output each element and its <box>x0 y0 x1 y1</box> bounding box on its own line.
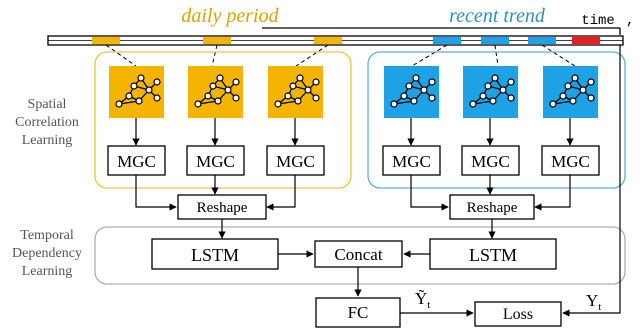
svg-text:MGC: MGC <box>551 152 590 171</box>
svg-text:Learning: Learning <box>22 264 73 279</box>
svg-text:Reshape: Reshape <box>197 200 248 216</box>
svg-text:MGC: MGC <box>276 152 315 171</box>
recent-slot-2 <box>481 37 509 44</box>
mgc-block-daily-3: MGC <box>266 145 325 176</box>
svg-text:MGC: MGC <box>471 152 510 171</box>
reshape-block-daily: Reshape <box>177 194 267 220</box>
temporal-section-label: Temporal Dependency Learning <box>12 228 82 279</box>
svg-text:Learning: Learning <box>22 133 73 148</box>
fc-block: FC <box>315 297 401 328</box>
daily-graph-tile-3 <box>268 66 323 118</box>
time-label: time <box>581 13 615 29</box>
loss-block: Loss <box>474 301 562 327</box>
svg-text:Concat: Concat <box>334 245 382 264</box>
recent-graph-tile-2 <box>463 66 518 118</box>
recent-slot-3 <box>528 37 556 44</box>
spatial-section-label: Spatial Correlation Learning <box>15 97 79 148</box>
svg-text:Dependency: Dependency <box>12 246 82 261</box>
mgc-block-recent-2: MGC <box>461 145 520 176</box>
daily-slot-1 <box>92 37 120 44</box>
lstm-block-daily: LSTM <box>151 238 279 270</box>
svg-text:FC: FC <box>348 303 369 322</box>
daily-slot-2 <box>203 37 231 44</box>
svg-text:Reshape: Reshape <box>467 200 518 216</box>
current-slot <box>572 37 600 44</box>
mgc-block-recent-3: MGC <box>541 145 600 176</box>
mgc-block-recent-1: MGC <box>382 145 441 176</box>
svg-text:Spatial: Spatial <box>28 97 67 112</box>
mgc-block-daily-1: MGC <box>107 145 166 176</box>
svg-text:LSTM: LSTM <box>191 245 239 265</box>
reshape-to-lstm <box>218 219 496 239</box>
recent-mgc-to-reshape <box>410 175 571 211</box>
svg-text:MGC: MGC <box>392 152 431 171</box>
daily-graph-tile-2 <box>188 66 243 118</box>
recent-spatial-frame <box>367 51 626 189</box>
daily-period-title: daily period <box>181 5 279 27</box>
daily-spatial-frame <box>94 51 352 189</box>
truth-label: Yt <box>586 291 601 313</box>
daily-mgc-to-reshape <box>135 175 296 211</box>
recent-trend-title: recent trend <box>449 5 546 27</box>
svg-text:Temporal: Temporal <box>20 228 74 243</box>
lstm-block-recent: LSTM <box>429 238 557 270</box>
prediction-label: Ỹt <box>415 289 430 311</box>
slot-connectors <box>105 44 576 67</box>
tile-to-mgc-arrows <box>132 118 574 146</box>
svg-text:MGC: MGC <box>117 152 156 171</box>
svg-text:LSTM: LSTM <box>469 245 517 265</box>
ground-truth-path <box>562 45 621 317</box>
svg-text:Correlation: Correlation <box>15 115 79 130</box>
recent-graph-tile-1 <box>384 66 439 118</box>
mgc-block-daily-2: MGC <box>186 145 245 176</box>
recent-slot-1 <box>433 37 461 44</box>
daily-slot-3 <box>314 37 342 44</box>
svg-text:Loss: Loss <box>503 306 533 323</box>
svg-text:MGC: MGC <box>196 152 235 171</box>
temporal-frame <box>94 226 626 285</box>
time-label-comma: , <box>626 13 634 29</box>
reshape-block-recent: Reshape <box>449 194 535 220</box>
recent-graph-tile-3 <box>543 66 598 118</box>
daily-graph-tile-1 <box>109 66 164 118</box>
concat-block: Concat <box>314 240 403 268</box>
